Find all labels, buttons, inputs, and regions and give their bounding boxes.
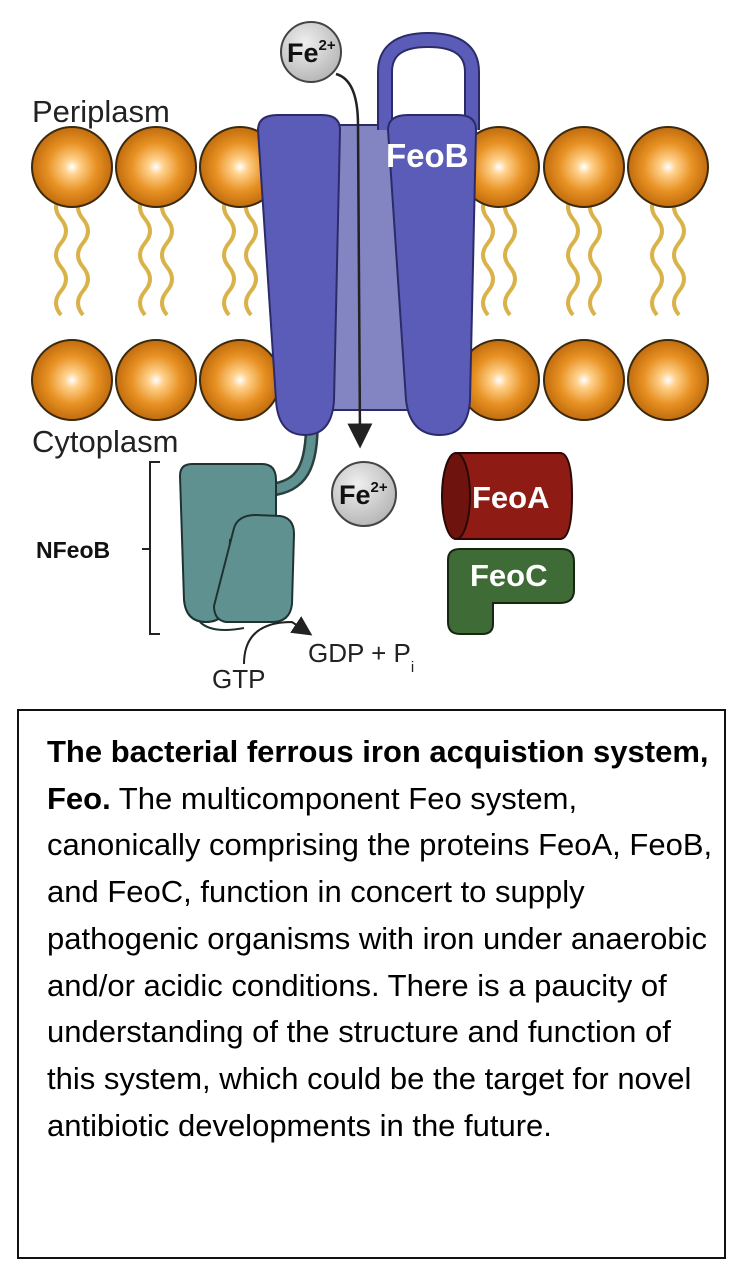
feo-system-diagram: Fe2+ Fe2+ Periplasm Cytoplasm NFeoB FeoB… [31, 21, 709, 694]
gtp-hydrolysis-arrow [243, 616, 313, 665]
lipid-tail [160, 193, 174, 317]
fe-ion-top [280, 21, 342, 83]
feoa-label: FeoA [472, 480, 550, 515]
feoa-body [455, 452, 574, 540]
lipid-tail [672, 193, 686, 317]
feob-left-domain [256, 114, 342, 437]
nfeob-lower-lobe [212, 513, 296, 623]
feob-loop-fill [379, 33, 478, 130]
gtp-label: GTP [212, 664, 265, 694]
nfeob-bracket [142, 461, 160, 635]
lipid-tail [138, 193, 152, 317]
feob-label: FeoB [386, 137, 469, 174]
lipid-tail [503, 193, 517, 317]
lipid-head [627, 339, 709, 421]
lipid-head [627, 126, 709, 208]
lipid-head [115, 339, 197, 421]
caption-box: The bacterial ferrous iron acquistion sy… [17, 709, 726, 1259]
periplasm-label: Periplasm [32, 94, 170, 129]
gdp-label: GDP + Pi [308, 638, 414, 676]
caption-body: The multicomponent Feo system, canonical… [47, 780, 713, 1143]
feoa-end [441, 452, 471, 540]
nfeob-domain [178, 463, 296, 631]
lipid-head [31, 126, 113, 208]
caption-title: The bacterial ferrous iron acquistion sy… [47, 734, 709, 816]
lipid-tail [54, 193, 68, 317]
lipid-tail [244, 193, 258, 317]
fe-ion-top-label: Fe2+ [287, 37, 336, 68]
lipid-tail [76, 193, 90, 317]
iron-transport-arrow [335, 72, 373, 449]
lipid-head [31, 339, 113, 421]
lipid-head [543, 126, 625, 208]
lipid-head [543, 339, 625, 421]
lipid-head [199, 339, 281, 421]
cytoplasm-label: Cytoplasm [32, 424, 178, 459]
nfeob-tail [199, 621, 245, 631]
feob-right-domain [386, 114, 478, 437]
lipid-tail [566, 193, 580, 317]
fe-ion-bottom-label: Fe2+ [339, 479, 388, 510]
lipid-tail [650, 193, 664, 317]
nfeob-label: NFeoB [36, 537, 110, 563]
lipid-head [115, 126, 197, 208]
lipid-tail [481, 193, 495, 317]
lipid-tails [54, 193, 686, 317]
feoc-label: FeoC [470, 558, 548, 593]
lipid-tail [588, 193, 602, 317]
fe-ion-bottom [331, 461, 397, 527]
feoa-protein [441, 452, 574, 540]
feoc-protein [447, 548, 575, 635]
lipid-tail [222, 193, 236, 317]
caption-text: The bacterial ferrous iron acquistion sy… [47, 729, 717, 1149]
